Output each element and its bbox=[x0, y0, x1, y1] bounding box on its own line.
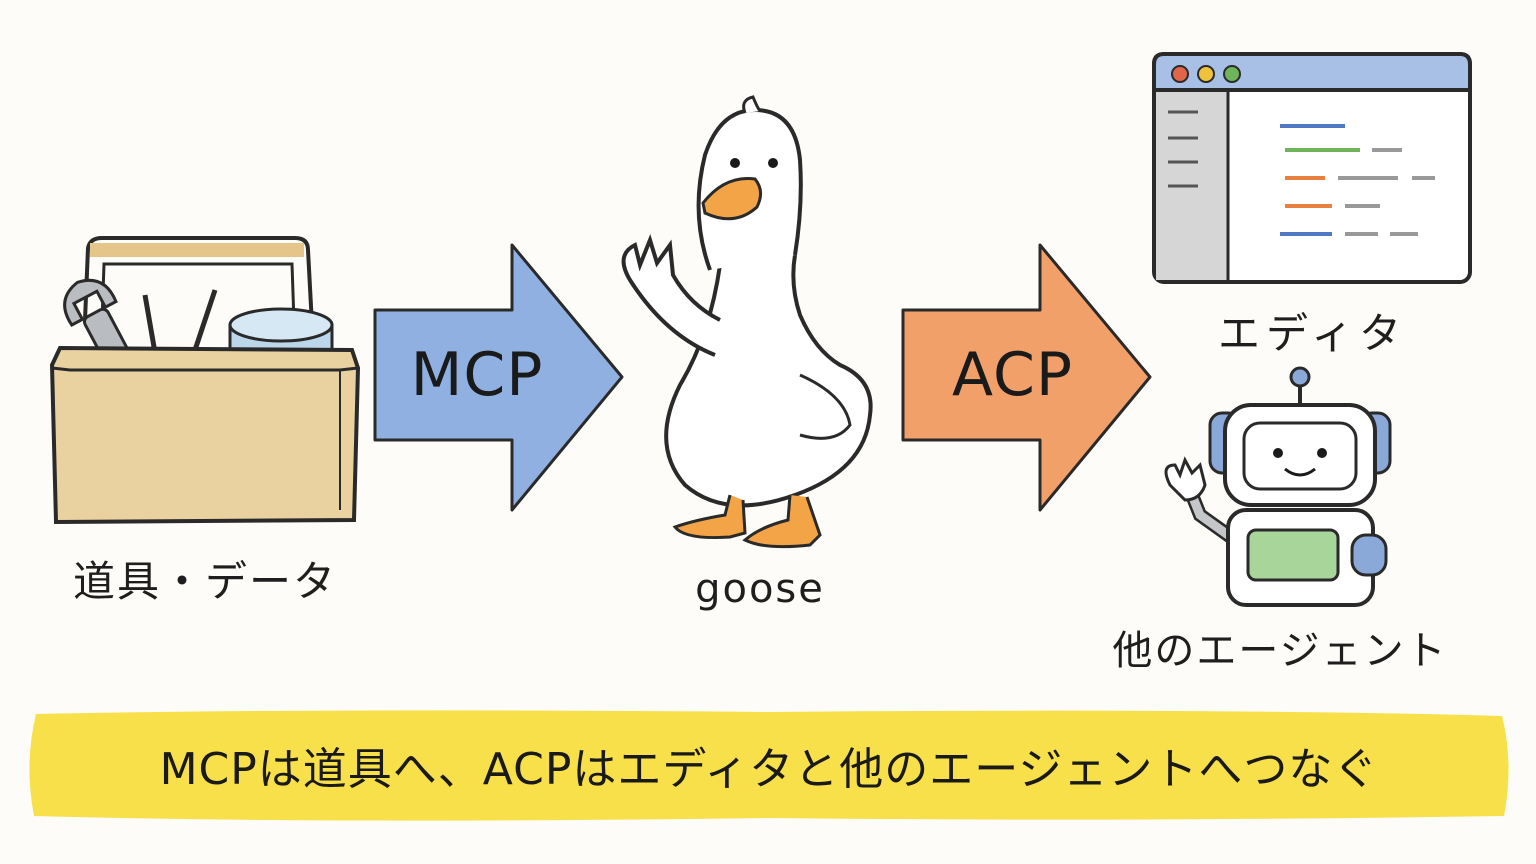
summary-text: MCPは道具へ、ACPはエディタと他のエージェントへつなぐ bbox=[159, 744, 1379, 795]
minimize-dot bbox=[1197, 65, 1215, 83]
maximize-dot bbox=[1223, 65, 1241, 83]
code-editor-window-icon bbox=[1152, 52, 1472, 284]
close-dot bbox=[1171, 65, 1189, 83]
robot-icon bbox=[1164, 366, 1392, 607]
mcp-label: MCP bbox=[410, 340, 544, 410]
agents-label: 他のエージェント bbox=[1112, 628, 1448, 674]
toolbox-icon bbox=[49, 236, 361, 525]
acp-label: ACP bbox=[951, 340, 1074, 410]
tools-label: 道具・データ bbox=[72, 557, 337, 606]
acp-arrow bbox=[901, 243, 1152, 512]
mcp-arrow bbox=[373, 243, 624, 512]
goose-label: goose bbox=[695, 566, 825, 612]
summary-banner bbox=[29, 710, 1509, 821]
goose-icon bbox=[621, 95, 873, 549]
editor-label: エディタ bbox=[1217, 309, 1408, 358]
